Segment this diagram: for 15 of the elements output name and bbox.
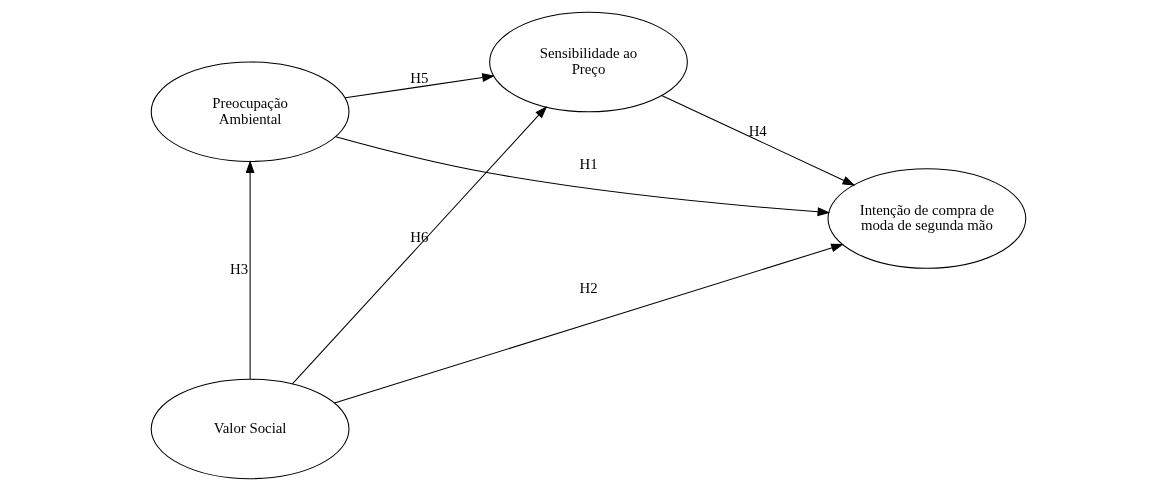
edge-label: H5: [409, 70, 428, 87]
arrow: [344, 73, 495, 99]
arrow: [660, 95, 855, 186]
arrow: [291, 105, 547, 385]
edge-label: H4: [748, 123, 767, 140]
node-ellipse: Sensibilidade ao Preço: [488, 11, 688, 113]
arrow: [245, 160, 255, 380]
node-ellipse: Valor Social: [150, 378, 349, 480]
edge-label: H6: [409, 229, 428, 246]
edge-label: H2: [578, 279, 598, 296]
arrow: [334, 136, 830, 217]
edge-label: H3: [229, 261, 248, 278]
node-ellipse: Preocupação Ambiental: [150, 61, 349, 162]
edge-label: H1: [578, 156, 598, 173]
arrow: [333, 243, 844, 404]
